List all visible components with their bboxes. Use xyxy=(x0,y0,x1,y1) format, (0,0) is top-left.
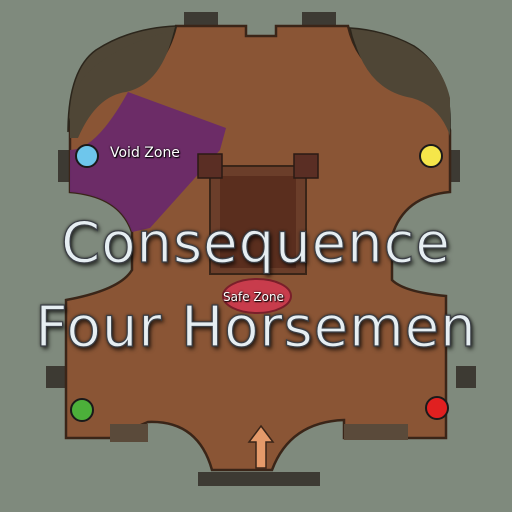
void-zone-label: Void Zone xyxy=(110,145,180,161)
wall-stub xyxy=(456,366,476,388)
title-line-2: Four Horsemen xyxy=(35,295,477,360)
wall-stub xyxy=(58,150,72,182)
wall-stub xyxy=(46,366,66,388)
wall-stub xyxy=(302,12,336,28)
rock-top-left-fill xyxy=(70,30,174,138)
safe-zone-label: Safe Zone xyxy=(223,290,284,304)
wall-stub xyxy=(184,12,218,28)
ledge-right xyxy=(344,424,408,440)
wall-stub xyxy=(198,472,320,486)
red-circle-marker xyxy=(425,396,449,420)
yellow-circle-marker xyxy=(419,144,443,168)
wall-stubs xyxy=(46,12,476,486)
up-arrow-icon xyxy=(247,424,275,469)
safe-zone-marker xyxy=(222,278,292,314)
green-circle-marker xyxy=(70,398,94,422)
title-line-1: Consequence xyxy=(61,211,451,276)
central-pit xyxy=(197,153,319,275)
blue-circle-marker xyxy=(75,144,99,168)
ledge-left xyxy=(110,424,148,442)
rock-top-right-fill xyxy=(352,30,450,136)
void-zone-area xyxy=(70,92,226,232)
